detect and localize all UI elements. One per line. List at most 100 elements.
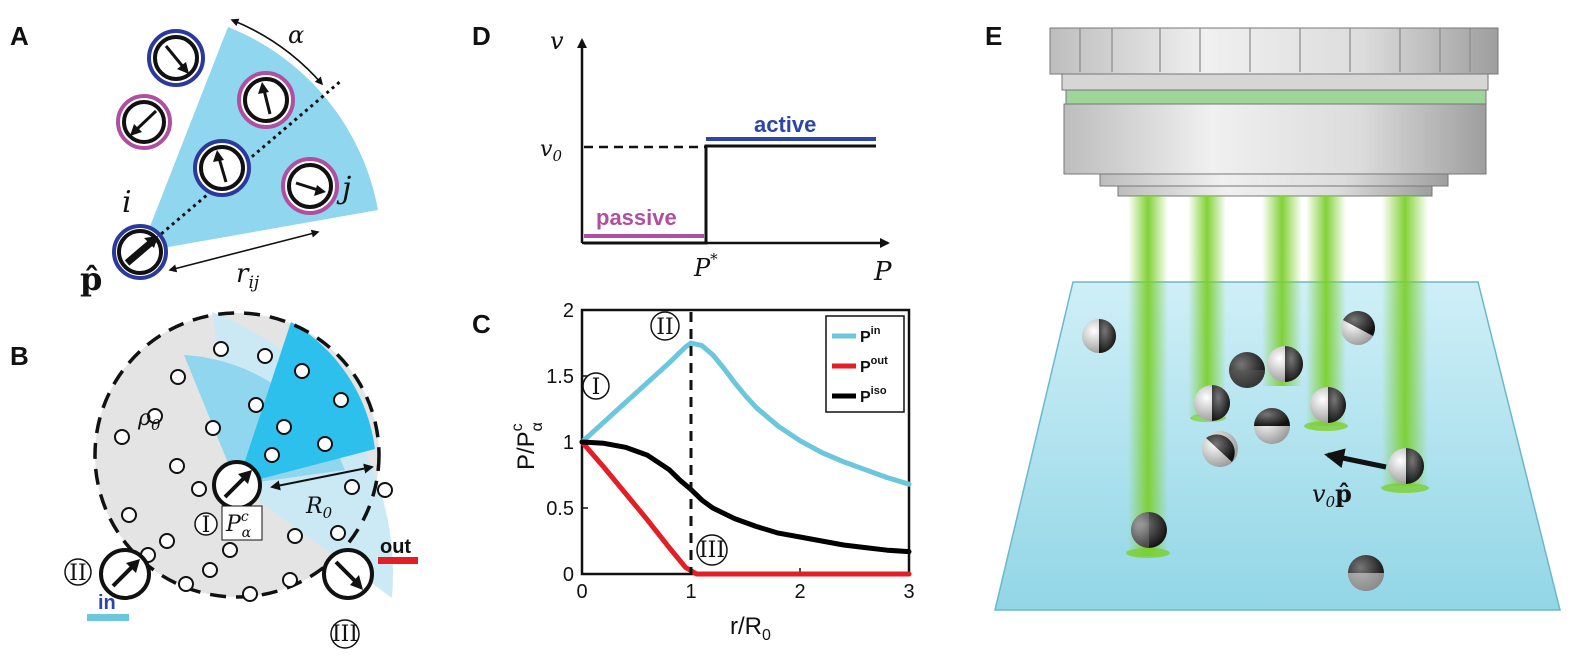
panel-d-label: D xyxy=(472,21,491,51)
alpha-arc-arrow xyxy=(230,18,324,86)
rij-arrow xyxy=(168,229,320,273)
out-legend-bar xyxy=(378,557,418,564)
particle-i-label: i xyxy=(122,185,132,220)
roman-iii-badge: III xyxy=(330,619,360,649)
chart-xlabel: r/R0 xyxy=(730,613,771,644)
panel-c-label: C xyxy=(472,309,491,339)
inner-cone xyxy=(237,322,375,485)
out-label: out xyxy=(380,536,411,558)
rij-label: rij xyxy=(236,259,260,293)
active-label: active xyxy=(754,112,816,137)
y-tick-label: 0 xyxy=(563,564,574,586)
panel-b-label: B xyxy=(10,341,29,371)
curve-p-in xyxy=(579,340,912,487)
svg-text:I: I xyxy=(202,513,211,538)
in-legend-bar xyxy=(87,614,129,621)
panel-a: A α rij i j p̂ xyxy=(10,18,378,298)
roman-i-badge-b: I xyxy=(194,512,218,538)
svg-text:III: III xyxy=(332,622,358,647)
orientation-arrow-icon xyxy=(124,237,157,266)
x-tick-label: 0 xyxy=(576,581,587,603)
janus-particle xyxy=(1267,346,1303,382)
particle-magenta-left xyxy=(116,94,172,150)
panel-e: E xyxy=(985,21,1561,611)
panel-a-label: A xyxy=(10,21,29,51)
pstar-label: P* xyxy=(693,250,718,282)
laser-beam xyxy=(1382,196,1428,486)
janus-particle xyxy=(1341,311,1375,345)
panel-d: D v P v0 active passive P* xyxy=(472,21,892,287)
particle-iii xyxy=(322,548,374,600)
particle-blue-center xyxy=(193,139,251,197)
particle-i xyxy=(112,224,168,280)
janus-particle xyxy=(1194,385,1230,421)
panel-e-label: E xyxy=(985,21,1002,51)
chart-annotation-i: I xyxy=(582,372,610,400)
chart-curves xyxy=(579,340,912,577)
r0-arrow xyxy=(270,463,374,491)
svg-text:II: II xyxy=(656,315,673,340)
d-ylabel: v xyxy=(550,27,564,55)
curve-p-iso xyxy=(579,439,912,555)
y-tick-label: 1 xyxy=(563,432,574,454)
legend-item-iso: Piso xyxy=(832,385,887,406)
janus-particles xyxy=(1082,311,1424,591)
chart-annotation-iii: III xyxy=(696,534,728,566)
x-tick-label: 1 xyxy=(685,581,696,603)
microscope-objective xyxy=(1049,27,1499,197)
p-hat-label: p̂ xyxy=(80,260,102,298)
svg-text:Pin: Pin xyxy=(860,325,881,346)
x-tick-label: 3 xyxy=(903,581,914,603)
svg-text:II: II xyxy=(69,561,86,586)
laser-beam xyxy=(1188,196,1226,416)
chart-annotation-ii: II xyxy=(650,311,680,341)
svg-text:Pout: Pout xyxy=(860,355,888,376)
particle-j xyxy=(281,157,339,215)
dashed-boundary xyxy=(93,311,381,599)
particle-ii xyxy=(99,548,151,600)
janus-particle xyxy=(1388,448,1424,484)
in-label: in xyxy=(98,592,116,614)
velocity-step-curve xyxy=(584,144,876,245)
passive-label: passive xyxy=(596,205,677,230)
svg-text:I: I xyxy=(592,375,601,400)
r0-label: R0 xyxy=(305,494,333,522)
rho0-label: ρ0 xyxy=(137,406,161,434)
roman-ii-badge: II xyxy=(64,558,92,586)
laser-beam xyxy=(1128,196,1168,556)
curve-p-out xyxy=(579,439,912,577)
y-tick-label: 1.5 xyxy=(546,366,574,388)
orientation-dotted-line xyxy=(139,78,343,254)
legend-item-in: Pin xyxy=(832,325,881,346)
legend-item-out: Pout xyxy=(832,355,888,376)
janus-particle xyxy=(1348,555,1384,591)
janus-particle xyxy=(1254,408,1290,444)
background-particles xyxy=(114,341,393,602)
p-alpha-box xyxy=(221,505,263,541)
y-tick-label: 0.5 xyxy=(546,498,574,520)
particle-magenta-top xyxy=(237,71,295,129)
particle-blue-top xyxy=(147,29,205,87)
x-tick-label: 2 xyxy=(794,581,805,603)
focal-particle-b xyxy=(212,460,262,510)
janus-particle xyxy=(1202,431,1238,467)
svg-text:III: III xyxy=(699,538,725,563)
janus-particle xyxy=(1310,387,1346,423)
chart-ticks: 0 1 2 3 0 0.5 1 1.5 2 xyxy=(546,300,914,603)
propulsion-arrow xyxy=(1324,448,1387,470)
alpha-label: α xyxy=(288,21,304,49)
janus-particle xyxy=(1229,352,1265,388)
janus-particle xyxy=(1131,512,1167,548)
svg-text:Piso: Piso xyxy=(860,385,887,406)
v0p-label: v0p̂ xyxy=(1312,479,1352,511)
v0-label: v0 xyxy=(540,137,562,165)
janus-particle xyxy=(1082,319,1116,353)
d-xlabel: P xyxy=(873,257,892,287)
y-tick-label: 2 xyxy=(563,300,574,322)
chart-legend: Pin Pout Piso xyxy=(825,315,905,413)
